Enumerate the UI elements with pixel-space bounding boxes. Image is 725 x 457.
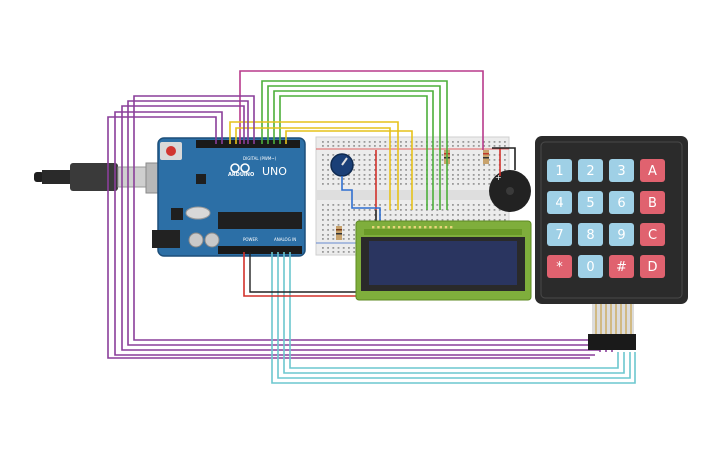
power-jack bbox=[152, 230, 180, 248]
resistor bbox=[336, 226, 342, 240]
key-label: A bbox=[648, 164, 657, 179]
key-1[interactable]: 1 bbox=[547, 159, 572, 182]
wire-magenta bbox=[239, 70, 484, 150]
arduino-uno-board[interactable]: DIGITAL (PWM~) ARDUINO UNO POWER ANALOG … bbox=[152, 137, 306, 257]
key-4[interactable]: 4 bbox=[547, 191, 572, 214]
arduino-logo-text: ARDUINO bbox=[228, 172, 254, 178]
key-label: * bbox=[556, 260, 563, 275]
lcd-screen bbox=[369, 241, 517, 285]
key-7[interactable]: 7 bbox=[547, 223, 572, 246]
key-label: 9 bbox=[617, 228, 625, 243]
wires-cyan bbox=[271, 252, 636, 384]
wire-red-lcd bbox=[243, 252, 360, 297]
model-label: UNO bbox=[262, 165, 287, 178]
atmega-chip bbox=[218, 212, 302, 229]
wires-top bbox=[229, 70, 516, 222]
wire-black bbox=[492, 147, 516, 170]
key-*[interactable]: * bbox=[547, 255, 572, 278]
wire-black-lcd bbox=[249, 252, 356, 293]
wire-green bbox=[267, 85, 441, 210]
key-label: B bbox=[648, 196, 657, 211]
key-label: 6 bbox=[617, 196, 625, 211]
wire-green bbox=[273, 90, 434, 210]
wire-yellow bbox=[235, 127, 391, 210]
power-label: POWER bbox=[243, 237, 258, 242]
analog-power-header bbox=[218, 246, 302, 254]
usb-cable[interactable] bbox=[34, 162, 175, 194]
keypad-4x4[interactable]: 1 2 3 A 4 5 6 B 7 8 9 C * 0 # D bbox=[535, 136, 688, 350]
potentiometer[interactable] bbox=[330, 153, 354, 177]
key-label: # bbox=[616, 260, 627, 275]
key-label: 7 bbox=[555, 228, 563, 243]
key-5[interactable]: 5 bbox=[578, 191, 603, 214]
wire-blue bbox=[341, 176, 381, 222]
key-label: 3 bbox=[617, 164, 625, 179]
key-label: C bbox=[648, 228, 657, 243]
keypad-keys: 1 2 3 A 4 5 6 B 7 8 9 C * 0 # D bbox=[547, 159, 665, 278]
key-C[interactable]: C bbox=[640, 223, 665, 246]
key-D[interactable]: D bbox=[640, 255, 665, 278]
resistor bbox=[483, 150, 489, 164]
key-label: 4 bbox=[555, 196, 563, 211]
key-8[interactable]: 8 bbox=[578, 223, 603, 246]
key-label: D bbox=[647, 260, 657, 275]
wire-yellow bbox=[229, 121, 399, 210]
key-B[interactable]: B bbox=[640, 191, 665, 214]
lcd-pins bbox=[372, 226, 453, 229]
key-label: 0 bbox=[586, 260, 594, 275]
keypad-connector[interactable] bbox=[588, 334, 636, 350]
key-A[interactable]: A bbox=[640, 159, 665, 182]
keypad-ribbon bbox=[595, 304, 632, 334]
analog-label: ANALOG IN bbox=[274, 237, 296, 242]
digital-label: DIGITAL (PWM~) bbox=[243, 156, 277, 161]
key-2[interactable]: 2 bbox=[578, 159, 603, 182]
key-label: 1 bbox=[555, 164, 563, 179]
piezo-buzzer[interactable]: + bbox=[489, 170, 531, 212]
buzzer-plus-label: + bbox=[495, 173, 502, 182]
key-#[interactable]: # bbox=[609, 255, 634, 278]
wire-yellow bbox=[285, 130, 413, 210]
key-6[interactable]: 6 bbox=[609, 191, 634, 214]
lcd-16x2-display[interactable] bbox=[355, 220, 532, 301]
key-label: 8 bbox=[586, 228, 594, 243]
key-0[interactable]: 0 bbox=[578, 255, 603, 278]
reset-button[interactable] bbox=[166, 146, 176, 156]
wire-green bbox=[261, 80, 448, 210]
key-label: 2 bbox=[586, 164, 594, 179]
arduino-infinity-logo bbox=[230, 163, 250, 173]
wire-green bbox=[279, 95, 428, 210]
key-9[interactable]: 9 bbox=[609, 223, 634, 246]
key-3[interactable]: 3 bbox=[609, 159, 634, 182]
key-label: 5 bbox=[586, 196, 594, 211]
